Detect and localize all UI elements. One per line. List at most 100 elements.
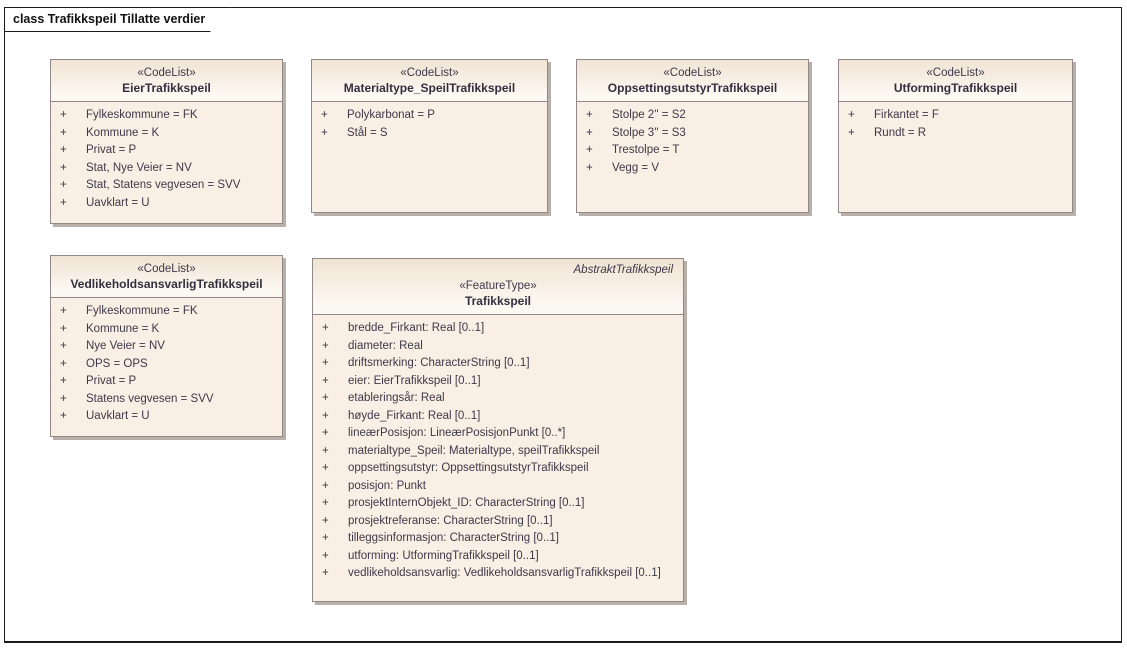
attribute-text: lineærPosisjon: LineærPosisjonPunkt [0..… [348,427,566,439]
visibility-symbol: + [60,322,67,335]
attribute-row: + oppsettingsutstyr: OppsettingsutstyrTra… [313,460,679,478]
visibility-symbol: + [322,339,329,352]
class-header: AbstraktTrafikkspeil «FeatureType» Trafi… [313,259,683,315]
attribute-row: +Stat, Nye Veier = NV [51,160,278,178]
attribute-text: Fylkeskommune = FK [86,109,198,121]
class-box-oppsettingsutstyrtrafikkspeil[interactable]: «CodeList» OppsettingsutstyrTrafikkspeil… [576,59,809,213]
visibility-symbol: + [60,126,67,139]
attribute-row: +Uavklart = U [51,195,278,213]
attribute-text: diameter: Real [348,339,423,352]
visibility-symbol: + [586,126,593,139]
attribute-text: utforming: UtformingTrafikkspeil [0..1] [348,549,539,562]
visibility-symbol: + [60,410,67,422]
attribute-row: +OPS = OPS [51,356,278,374]
visibility-symbol: + [322,427,329,439]
class-box-utformingtrafikkspeil[interactable]: «CodeList» UtformingTrafikkspeil +Firkan… [838,59,1073,213]
attribute-list: +Firkantet = F +Rundt = R [839,102,1072,146]
attribute-text: tilleggsinformasjon: CharacterString [0.… [348,532,559,544]
attribute-text: eier: EierTrafikkspeil [0..1] [348,374,481,387]
attribute-text: Firkantet = F [874,109,939,121]
attribute-row: +Stat, Statens vegvesen = SVV [51,177,278,195]
attribute-row: +Stolpe 2'' = S2 [577,107,804,125]
class-header: «CodeList» VedlikeholdsansvarligTrafikks… [51,256,282,298]
visibility-symbol: + [322,532,329,544]
attribute-row: +bredde_Firkant: Real [0..1] [313,320,679,338]
attribute-list: +Polykarbonat = P +Stål = S [312,102,547,146]
visibility-symbol: + [322,479,329,492]
visibility-symbol: + [60,144,67,156]
visibility-symbol: + [322,392,329,404]
attribute-row: + diameter: Real [313,338,679,356]
attribute-row: +Stolpe 3'' = S3 [577,125,804,143]
attribute-text: Polykarbonat = P [347,109,435,121]
attribute-row: +høyde_Firkant: Real [0..1] [313,408,679,426]
attribute-row: + posisjon: Punkt [313,478,679,496]
attribute-text: prosjektInternObjekt_ID: CharacterString… [348,497,585,509]
attribute-text: oppsettingsutstyr: OppsettingsutstyrTraf… [348,462,589,474]
attribute-text: prosjektreferanse: CharacterString [0..1… [348,514,553,527]
attribute-row: + prosjektInternObjekt_ID: CharacterStrin… [313,495,679,513]
attribute-text: Uavklart = U [86,196,150,209]
class-box-eiertrafikkspeil[interactable]: «CodeList» EierTrafikkspeil + Fylkeskommu… [50,59,283,224]
visibility-symbol: + [322,567,329,579]
attribute-text: høyde_Firkant: Real [0..1] [348,409,481,422]
attribute-row: + Fylkeskommune = FK [51,107,278,125]
class-box-vedlikeholdsansvarligtrafikkspeil[interactable]: «CodeList» VedlikeholdsansvarligTrafikks… [50,255,283,437]
visibility-symbol: + [322,462,329,474]
class-name: EierTrafikkspeil [122,81,211,95]
visibility-symbol: + [848,126,855,139]
class-name: Trafikkspeil [464,294,532,308]
attribute-list: + Fylkeskommune = FK + Kommune = K + Privat… [51,102,282,216]
class-header: «CodeList» UtformingTrafikkspeil [839,60,1072,102]
attribute-row: + tilleggsinformasjon: CharacterString [0… [313,530,679,548]
attribute-text: Privat = P [86,375,137,387]
visibility-symbol: + [60,340,67,352]
attribute-text: Stål = S [347,126,388,139]
attribute-text: Trestolpe = T [612,144,680,156]
attribute-list: +Stolpe 2'' = S2 +Stolpe 3'' = S3 +Trest… [577,102,808,181]
parent-class-label: AbstraktTrafikkspeil [573,264,673,276]
stereotype-label: «CodeList» [663,67,722,79]
class-name: VedlikeholdsansvarligTrafikkspeil [70,277,263,291]
stereotype-label: «CodeList» [137,263,196,275]
diagram-title: class Trafikkspeil Tillatte verdier [13,11,206,26]
attribute-row: +Polykarbonat = P [312,107,543,125]
attribute-row: +driftsmerking: CharacterString [0..1] [313,355,679,373]
attribute-row: + prosjektreferanse: CharacterString [0..… [313,513,679,531]
attribute-text: Fylkeskommune = FK [86,305,198,317]
attribute-row: +Vegg = V [577,160,804,178]
class-header: «CodeList» OppsettingsutstyrTrafikkspeil [577,60,808,102]
class-box-trafikkspeil[interactable]: AbstraktTrafikkspeil «FeatureType» Trafi… [312,258,684,602]
attribute-list: +bredde_Firkant: Real [0..1] + diameter: … [313,315,683,587]
attribute-text: vedlikeholdsansvarlig: Vedlikeholdsansva… [348,567,661,579]
class-name: OppsettingsutstyrTrafikkspeil [607,81,778,95]
class-header: «CodeList» EierTrafikkspeil [51,60,282,102]
visibility-symbol: + [60,357,67,370]
class-box-materialtype-speiltrafikkspeil[interactable]: «CodeList» Materialtype_SpeilTrafikkspei… [311,59,548,213]
attribute-row: +Kommune = K [51,321,278,339]
attribute-text: Kommune = K [86,126,160,139]
attribute-text: posisjon: Punkt [348,479,426,492]
attribute-text: Uavklart = U [86,410,150,422]
attribute-row: +Firkantet = F [839,107,1068,125]
visibility-symbol: + [60,109,67,121]
visibility-symbol: + [322,444,329,457]
attribute-row: + Privat = P [51,142,278,160]
attribute-row: +utforming: UtformingTrafikkspeil [0..1] [313,548,679,566]
attribute-row: +Statens vegvesen = SVV [51,391,278,409]
stereotype-label: «FeatureType» [459,280,537,292]
visibility-symbol: + [60,179,67,191]
visibility-symbol: + [60,161,67,174]
attribute-row: +etableringsår: Real [313,390,679,408]
visibility-symbol: + [322,514,329,527]
visibility-symbol: + [322,374,329,387]
attribute-text: Stolpe 2'' = S2 [612,109,686,121]
attribute-text: driftsmerking: CharacterString [0..1] [348,357,530,369]
visibility-symbol: + [586,144,593,156]
attribute-row: + vedlikeholdsansvarlig: Vedlikeholdsansv… [313,565,679,583]
attribute-row: + Uavklart = U [51,408,278,426]
visibility-symbol: + [322,497,329,509]
attribute-text: materialtype_Speil: Materialtype, speilT… [348,444,600,457]
attribute-row: + lineærPosisjon: LineærPosisjonPunkt [0.… [313,425,679,443]
attribute-text: Privat = P [86,144,137,156]
